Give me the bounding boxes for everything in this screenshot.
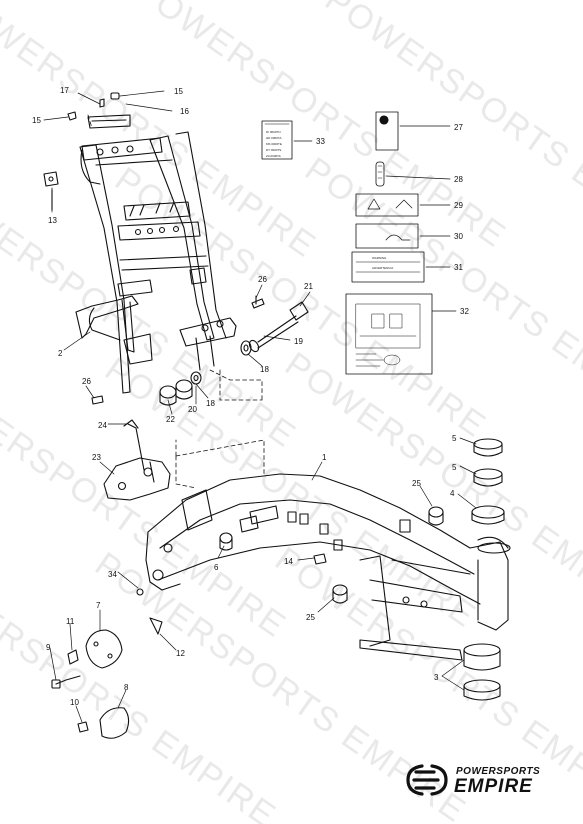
callout-18-right: 18 [260, 365, 269, 374]
alignment-guides [51, 114, 265, 489]
label-33-line: DI 0000TN [266, 130, 281, 134]
callout-16: 16 [180, 107, 189, 116]
callout-22: 22 [166, 415, 175, 424]
brand-line-2: EMPIRE [454, 776, 533, 797]
callout-1: 1 [322, 453, 327, 462]
callout-33: 33 [316, 137, 325, 146]
label-33-line: ZA 0000TA [266, 154, 281, 158]
callout-30: 30 [454, 232, 463, 241]
callout-25-bottom: 25 [306, 613, 315, 622]
empire-emblem-icon [406, 764, 448, 796]
callout-8: 8 [124, 683, 129, 692]
brand-line-1: POWERSPORTS [456, 766, 541, 777]
callout-27: 27 [454, 123, 463, 132]
callout-21: 21 [304, 282, 313, 291]
callout-17: 17 [60, 86, 69, 95]
callout-11: 11 [66, 617, 75, 626]
callout-9: 9 [46, 643, 51, 652]
callout-4: 4 [450, 489, 455, 498]
callout-5-top: 5 [452, 434, 457, 443]
top-fasteners [43, 92, 120, 187]
leader-lines [43, 90, 477, 723]
callout-3: 3 [434, 673, 439, 682]
callout-34: 34 [108, 570, 117, 579]
label-33-line: MS 0000TE [266, 142, 282, 146]
label-33-text: DI 0000TN HD 0000TA MS 0000TE DT 0000TS … [266, 130, 282, 158]
callout-6: 6 [214, 563, 219, 572]
label-31-text: WARNING ADVERTENCIA [372, 256, 393, 270]
callout-20: 20 [188, 405, 197, 414]
rear-subframe-part-2 [75, 114, 237, 394]
callout-2: 2 [58, 349, 63, 358]
label-33-line: DT 0000TS [266, 148, 281, 152]
callout-18-mid: 18 [206, 399, 215, 408]
label-33-line: HD 0000TA [266, 136, 281, 140]
callout-25-top: 25 [412, 479, 421, 488]
callout-10: 10 [70, 698, 79, 707]
callout-31: 31 [454, 263, 463, 272]
callout-19: 19 [294, 337, 303, 346]
callout-29: 29 [454, 201, 463, 210]
callout-15-left: 15 [32, 116, 41, 125]
callout-28: 28 [454, 175, 463, 184]
callout-15-top: 15 [174, 87, 183, 96]
callout-23: 23 [92, 453, 101, 462]
callout-numbers: 17 15 16 15 13 33 27 28 29 30 31 32 26 2… [32, 86, 469, 707]
callout-13: 13 [48, 216, 57, 225]
label-31-line: ADVERTENCIA [372, 266, 393, 270]
powersports-empire-logo: POWERSPORTS EMPIRE [404, 760, 566, 800]
callout-26-left: 26 [82, 377, 91, 386]
label-31-line: WARNING [372, 256, 387, 260]
callout-7: 7 [96, 601, 101, 610]
callout-24: 24 [98, 421, 107, 430]
warning-labels [261, 111, 433, 375]
callout-14: 14 [284, 557, 293, 566]
callout-26-top: 26 [258, 275, 267, 284]
callout-32: 32 [460, 307, 469, 316]
main-frame-part-1 [145, 473, 511, 661]
callout-5-mid: 5 [452, 463, 457, 472]
callout-12: 12 [176, 649, 185, 658]
